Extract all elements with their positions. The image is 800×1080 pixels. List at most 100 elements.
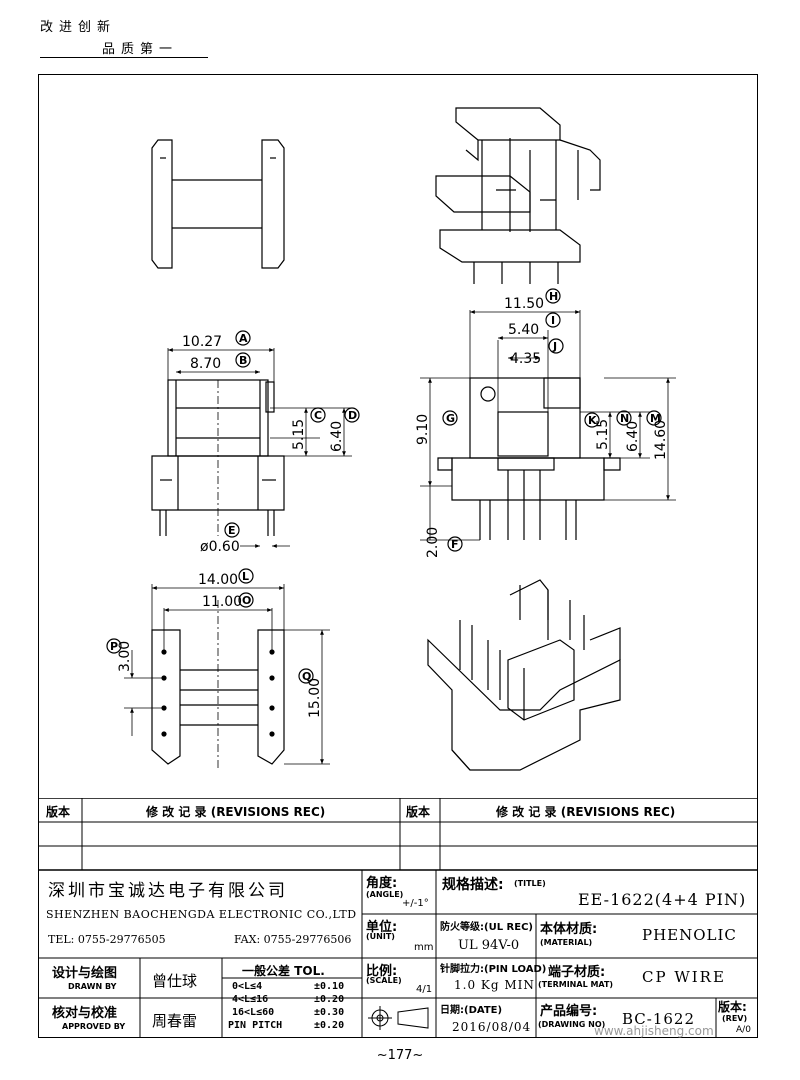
tol-value-0: ±0.10 (314, 981, 345, 992)
tol-value-3: ±0.20 (314, 1020, 345, 1031)
svg-text:L: L (242, 570, 249, 583)
title-block: 版本 修 改 记 录 (REVISIONS REC) 版本 修 改 记 录 (R… (38, 798, 758, 1038)
ref-K: K (584, 412, 600, 428)
reference-letters: A B C D E F G H I J K L M N O P Q (106, 288, 662, 684)
scale-label: 比例: (366, 964, 398, 979)
dim-G: 9.10 (415, 414, 431, 445)
tolerance-title: 一般公差 TOL. (242, 964, 325, 978)
isometric-view-top (435, 107, 601, 284)
svg-text:Q: Q (302, 670, 311, 683)
ref-L: L (238, 568, 254, 584)
svg-text:A: A (239, 332, 248, 345)
unit-label-en: (UNIT) (366, 932, 395, 941)
tol-range-0: 0<L≤4 (232, 981, 263, 992)
drawing-no-label: 产品编号: (540, 1004, 598, 1019)
terminal-label: 端子材质: (548, 965, 606, 980)
ref-D: D (344, 407, 360, 423)
unit-label: 单位: (366, 920, 398, 935)
pin-load-label: 针脚拉力:(PIN LOAD) (440, 964, 547, 975)
tol-value-2: ±0.30 (314, 1007, 345, 1018)
svg-text:I: I (551, 314, 555, 327)
flame-label: 防火等级:(UL REC) (440, 922, 533, 933)
dimension-values: 10.27 8.70 5.15 6.40 ø0.60 11.50 5.40 4.… (117, 296, 669, 718)
top-view-bottom (151, 600, 285, 770)
dim-F: 2.00 (425, 527, 441, 558)
svg-text:F: F (451, 538, 459, 551)
svg-text:H: H (549, 290, 558, 303)
dim-M: 14.60 (653, 420, 669, 460)
rev-header-left: 版本 (46, 805, 71, 819)
ref-E: E (224, 522, 240, 538)
designer-label: 设计与绘图 (52, 966, 118, 981)
technical-drawing: 10.27 8.70 5.15 6.40 ø0.60 11.50 5.40 4.… (106, 107, 676, 771)
unit-value: mm (414, 942, 434, 953)
scale-value: 4/1 (416, 984, 433, 995)
front-view-left (151, 379, 285, 536)
tol-range-1: 4<L≤16 (232, 994, 269, 1005)
ref-H: H (545, 288, 561, 304)
side-view-top (151, 139, 285, 269)
front-view-right (437, 377, 621, 540)
approver-label-en: APPROVED BY (62, 1022, 126, 1031)
designer-name: 曾仕球 (152, 972, 198, 990)
isometric-view-bottom (427, 579, 621, 771)
page-number: ~177~ (376, 1048, 424, 1063)
dim-E: ø0.60 (200, 539, 240, 555)
dim-P: 3.00 (117, 641, 133, 672)
approver-name: 周春雷 (152, 1012, 198, 1030)
dim-O: 11.00 (202, 594, 242, 610)
svg-text:B: B (239, 354, 247, 367)
tol-range-3: PIN PITCH (228, 1020, 283, 1031)
svg-text:G: G (446, 412, 455, 425)
dim-L: 14.00 (198, 572, 238, 588)
svg-text:E: E (228, 524, 236, 537)
dim-N: 6.40 (625, 421, 641, 452)
ref-B: B (235, 352, 251, 368)
ref-C: C (310, 407, 326, 423)
angle-label: 角度: (366, 876, 398, 891)
company-name-en: SHENZHEN BAOCHENGDA ELECTRONIC CO.,LTD (46, 908, 357, 921)
dim-J: 4.35 (510, 351, 541, 367)
ref-N: N (616, 410, 632, 426)
ref-P: P (106, 638, 122, 654)
material-label: 本体材质: (540, 922, 598, 937)
ref-G: G (442, 410, 458, 426)
company-name-cn: 深圳市宝诚达电子有限公司 (48, 881, 288, 901)
date-label: 日期:(DATE) (440, 1005, 503, 1016)
dim-H: 11.50 (504, 296, 544, 312)
ref-I: I (545, 312, 561, 328)
rev-title-right: 修 改 记 录 (REVISIONS REC) (496, 805, 676, 819)
material-value: PHENOLIC (642, 926, 737, 944)
tol-range-2: 16<L≤60 (232, 1007, 275, 1018)
pin-load-value: 1.0 Kg MIN (454, 978, 535, 992)
approver-label: 核对与校准 (52, 1006, 118, 1021)
ref-J: J (548, 338, 564, 354)
svg-text:C: C (314, 409, 322, 422)
svg-text:P: P (110, 640, 118, 653)
svg-text:O: O (242, 594, 251, 607)
title-value: EE-1622(4+4 PIN) (578, 890, 747, 909)
rev-label-en: (REV) (722, 1014, 748, 1023)
rev-value: A/0 (736, 1025, 751, 1035)
svg-text:K: K (588, 414, 597, 427)
svg-text:D: D (348, 409, 357, 422)
slogan-underline (40, 57, 208, 58)
slogan-line-1: 改进创新 (40, 20, 117, 35)
rev-label: 版本: (718, 1000, 747, 1014)
terminal-label-en: (TERMINAL MAT) (538, 980, 614, 989)
ref-F: F (447, 536, 463, 552)
terminal-value: CP WIRE (642, 968, 726, 986)
ref-M: M (646, 410, 662, 426)
svg-text:J: J (552, 340, 557, 353)
angle-value: +/-1° (402, 898, 429, 909)
company-tel: TEL: 0755-29776505 (48, 933, 166, 946)
rev-header-right: 版本 (406, 805, 431, 819)
slogan-line-2: 品质第一 (102, 42, 179, 57)
dim-I: 5.40 (508, 322, 539, 338)
dim-Q: 15.00 (307, 678, 323, 718)
svg-text:N: N (620, 412, 629, 425)
material-label-en: (MATERIAL) (540, 938, 593, 947)
ref-O: O (238, 592, 254, 608)
ref-Q: Q (298, 668, 314, 684)
title-label: 规格描述: (442, 877, 504, 893)
